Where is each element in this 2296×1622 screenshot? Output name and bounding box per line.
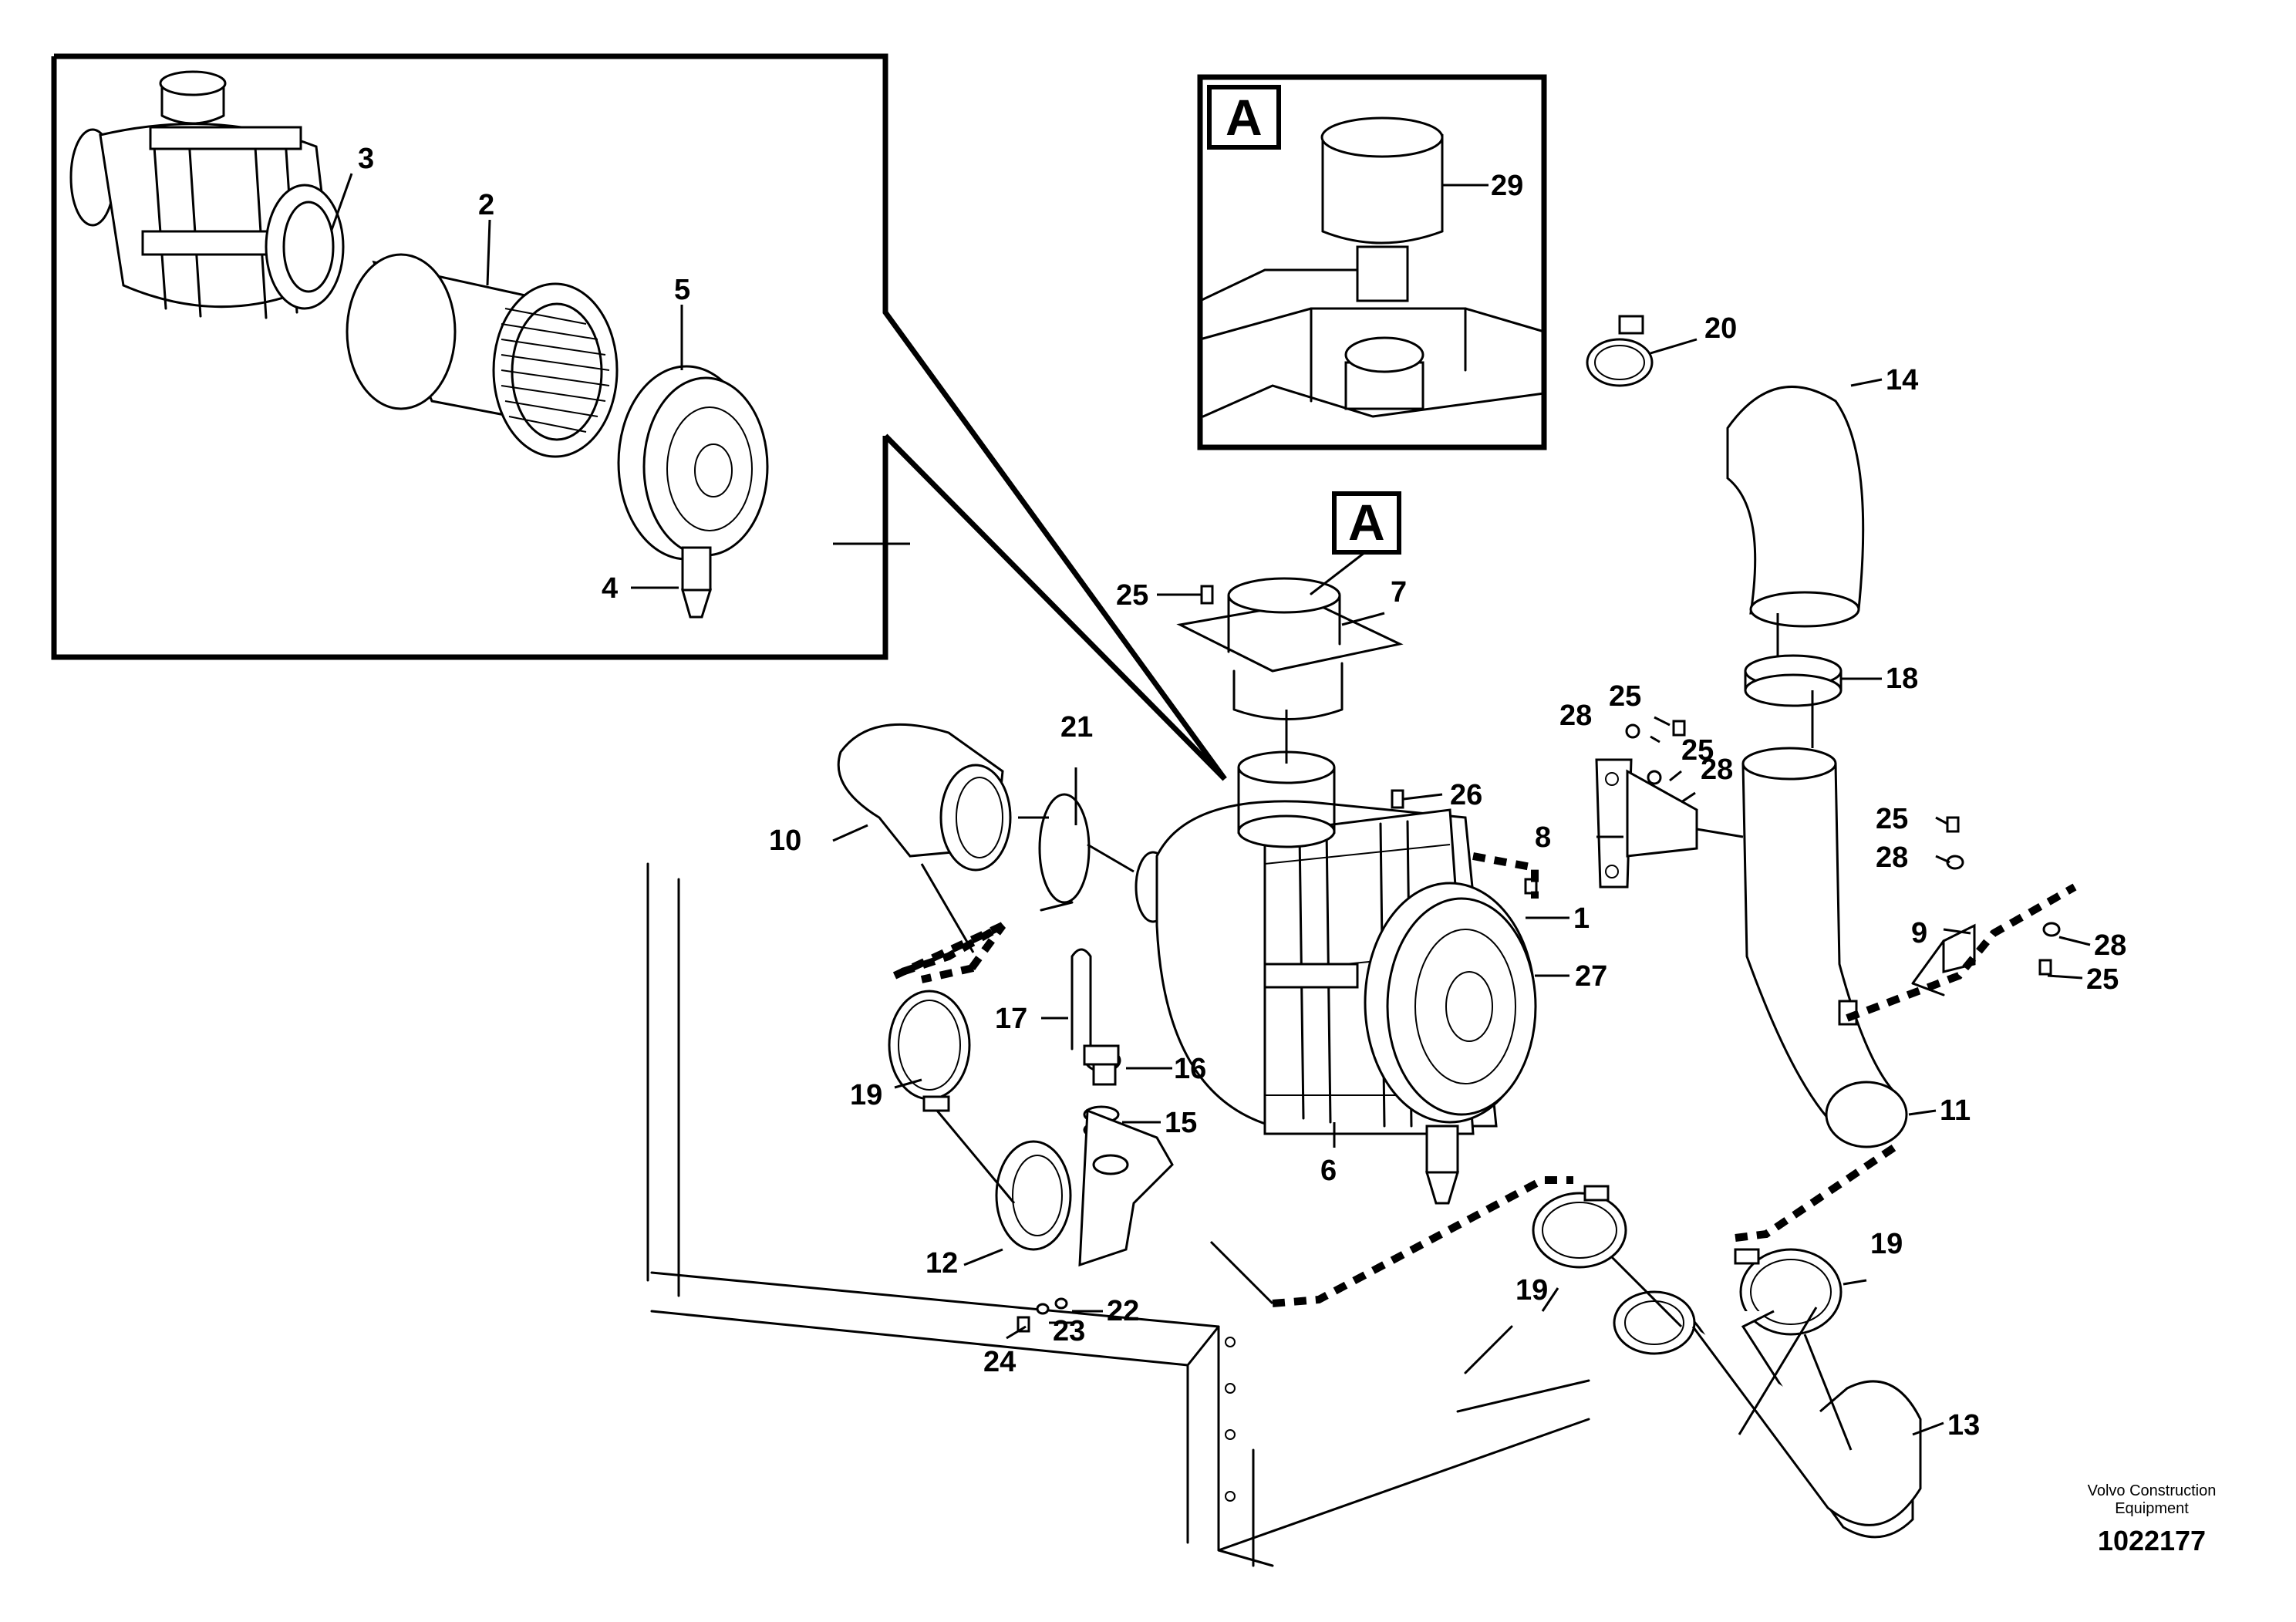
view-a-reference-label: A <box>1348 494 1385 551</box>
callout-14: 14 <box>1886 364 1918 396</box>
callout-leaders <box>832 338 2091 1436</box>
clamp-19-middle <box>1532 1185 1627 1269</box>
view-a-label: A <box>1226 89 1263 146</box>
pipe-12 <box>995 1108 1174 1267</box>
view-a-inset: A 29 <box>1197 74 1547 450</box>
callout-21: 21 <box>1060 711 1093 744</box>
callouts: 25 7 26 1 27 6 16 15 17 19 12 22 23 24 1… <box>769 312 2126 1442</box>
inset-air-cleaner-housing <box>69 70 345 319</box>
callout-15: 15 <box>1165 1107 1197 1139</box>
callout-25-lower: 25 <box>2086 963 2119 996</box>
callout-1: 1 <box>1573 902 1590 935</box>
callout-19-middle: 19 <box>1515 1274 1548 1307</box>
callout-24: 24 <box>983 1346 1016 1378</box>
callout-18: 18 <box>1886 663 1918 695</box>
callout-6: 6 <box>1320 1155 1337 1187</box>
callout-10: 10 <box>769 824 801 857</box>
connection-lines <box>892 613 2077 1451</box>
clamp-18 <box>1744 654 1843 707</box>
callout-19-right: 19 <box>1870 1228 1903 1260</box>
hose-14 <box>1726 386 1865 628</box>
callout-2: 2 <box>478 189 494 221</box>
callout-12: 12 <box>925 1247 958 1280</box>
sensor-hose-17 <box>1070 948 1092 1050</box>
machine-frame <box>646 862 1590 1567</box>
brand-name-line2: Equipment <box>2115 1500 2189 1517</box>
brand-name: Volvo Construction <box>2088 1482 2217 1499</box>
callout-26: 26 <box>1450 779 1482 811</box>
document-number: 1022177 <box>2098 1525 2206 1556</box>
callout-23: 23 <box>1053 1315 1085 1347</box>
intake-flange <box>1176 577 1404 720</box>
bracket-8 <box>1595 758 1698 889</box>
fasteners <box>1017 585 2061 1333</box>
air-cleaner-assembly <box>1135 750 1537 1205</box>
callout-19-left: 19 <box>850 1079 882 1111</box>
callout-13: 13 <box>1947 1409 1980 1442</box>
callout-28-upper: 28 <box>1559 700 1592 732</box>
callout-17: 17 <box>995 1003 1027 1035</box>
callout-25-mid: 25 <box>1681 734 1714 767</box>
callout-20: 20 <box>1704 312 1737 345</box>
callout-25-upper: 25 <box>1609 680 1641 713</box>
callout-25-intake: 25 <box>1116 579 1148 612</box>
callout-29: 29 <box>1491 170 1523 202</box>
callout-8: 8 <box>1535 821 1551 854</box>
callout-11: 11 <box>1940 1094 1971 1127</box>
elbow-hose-10 <box>837 723 1091 912</box>
sensor-16 <box>1083 1044 1121 1086</box>
clamp-20 <box>1586 315 1654 387</box>
callout-25-right: 25 <box>1876 803 1908 835</box>
callout-28-right: 28 <box>1876 841 1908 874</box>
callout-16: 16 <box>1174 1053 1206 1085</box>
callout-4: 4 <box>602 572 618 605</box>
pipe-11 <box>1741 747 1908 1148</box>
callout-7: 7 <box>1391 576 1407 609</box>
callout-22: 22 <box>1107 1295 1139 1327</box>
inset-cover <box>617 365 769 619</box>
inset-filter-element <box>346 253 619 458</box>
callout-28-mid: 28 <box>1701 754 1733 786</box>
footer: Volvo Construction Equipment 1022177 <box>2088 1482 2217 1556</box>
hose-13 <box>1613 1290 1922 1539</box>
callout-3: 3 <box>358 143 374 175</box>
view-a-reference-box <box>1332 491 1401 555</box>
callout-27: 27 <box>1575 960 1607 993</box>
clamp-19-left <box>888 990 971 1112</box>
callout-9: 9 <box>1911 917 1927 949</box>
detail-inset: 3 2 5 4 <box>51 53 1227 781</box>
callout-5: 5 <box>674 274 690 306</box>
callout-28-lower: 28 <box>2094 929 2126 962</box>
